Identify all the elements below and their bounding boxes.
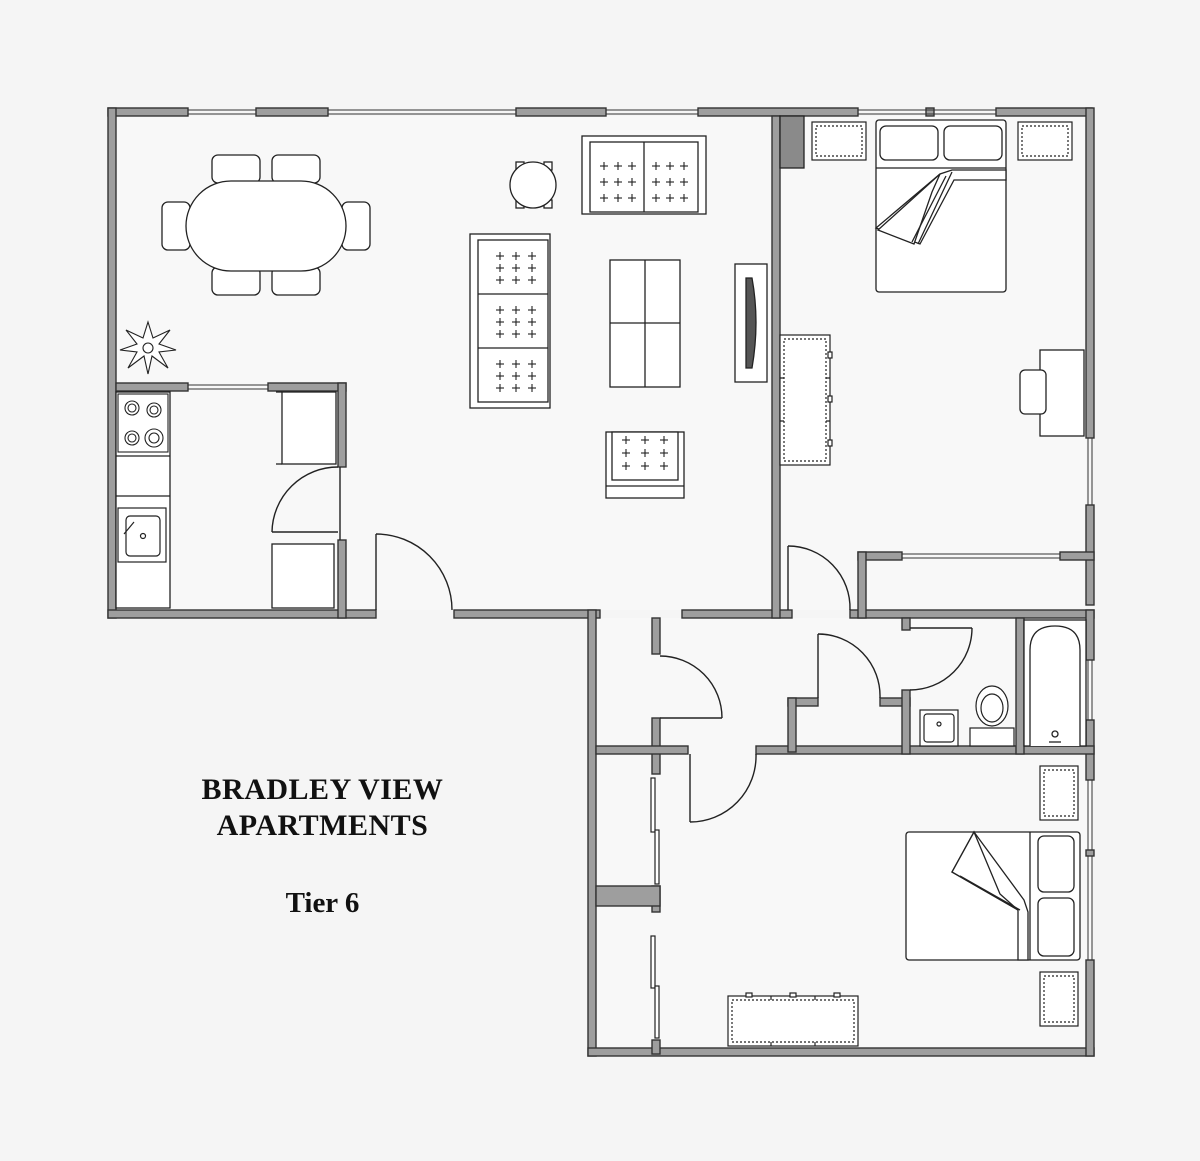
toilet-icon <box>969 685 1015 747</box>
stove-icon <box>117 393 169 453</box>
doors <box>271 466 973 823</box>
nightstands <box>811 121 1079 1027</box>
loveseat <box>581 135 707 215</box>
bed-1 <box>874 119 1007 293</box>
coffee-table <box>609 259 681 388</box>
dining-set <box>161 154 371 296</box>
desk <box>1019 349 1085 437</box>
round-stool <box>509 161 557 209</box>
plan-title-line2: APARTMENTS <box>216 809 429 842</box>
fridge <box>276 391 337 465</box>
windows <box>188 109 1093 960</box>
dresser-2 <box>727 992 859 1047</box>
dresser-1 <box>779 334 833 466</box>
bedroom1-column <box>779 115 805 169</box>
sink-icon <box>117 507 167 563</box>
walls <box>107 107 1095 1057</box>
plan-title-line1: BRADLEY VIEW <box>201 773 444 806</box>
plant-icon <box>119 320 177 375</box>
washer <box>271 543 335 609</box>
plan-tier-label: Tier 6 <box>285 887 360 919</box>
bed-2 <box>905 830 1081 961</box>
sofa <box>469 233 551 409</box>
closet-sliding-doors <box>650 777 660 1039</box>
bathtub-icon <box>1023 619 1087 747</box>
bathroom-vanity <box>919 709 959 747</box>
tv-icon <box>734 263 768 383</box>
armchair <box>605 431 685 499</box>
plan-title: BRADLEY VIEW APARTMENTS <box>150 772 495 844</box>
